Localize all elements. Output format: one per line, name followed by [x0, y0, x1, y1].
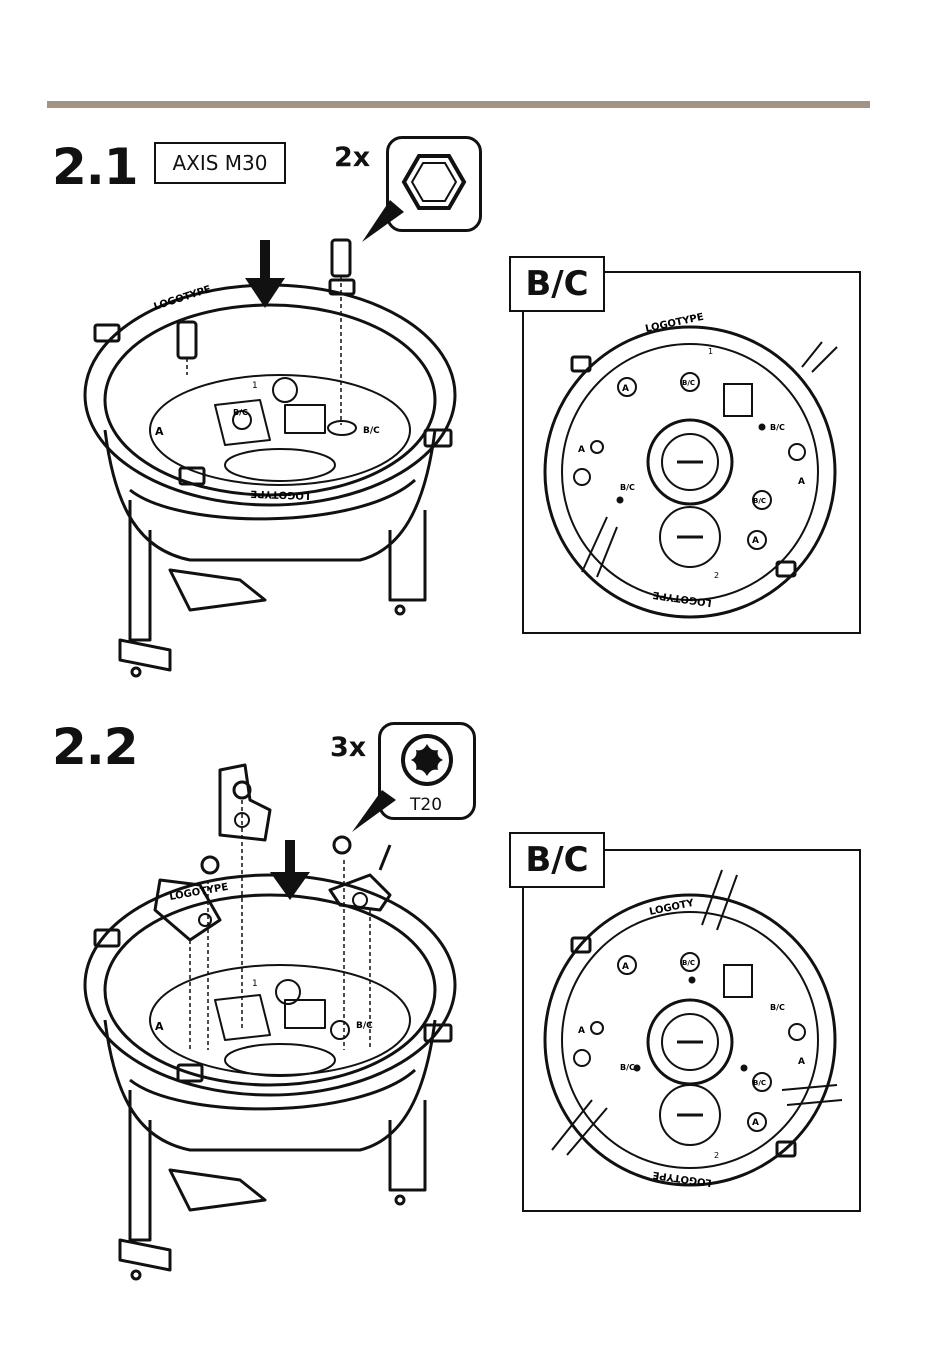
a-label-detail-2: A: [578, 1026, 585, 1036]
a-label-detail-1: A: [622, 962, 629, 972]
position-2-label-detail-2-2: 2: [714, 1151, 719, 1160]
a-label-detail-3: A: [798, 1057, 805, 1067]
step-number-2-1: 2.1: [52, 142, 138, 192]
logotype-label-bottom: LOGOTYPE: [652, 589, 713, 608]
base-plate-diagram-2-1: LOGOTYPE LOGOTYPE A B/C A B/C A B/C B/C …: [522, 272, 862, 632]
a-label-1: A: [622, 384, 629, 394]
base-plate-diagram-2-2: LOGOTY LOGOTYPE A B/C A B/C A B/C B/C A …: [522, 850, 862, 1210]
bc-label-3: B/C: [620, 483, 635, 492]
bc-label-inner: B/C: [233, 408, 248, 417]
position-1-label-2-2: 1: [252, 979, 258, 989]
housing-illustration-2-1: LOGOTYPE LOGOTYPE A B/C B/C 1: [60, 230, 560, 690]
logotype-label: LOGOTYPE: [153, 284, 213, 313]
position-1-label-detail: 1: [708, 347, 713, 356]
header-rule: [47, 101, 870, 108]
bc-label-4: B/C: [753, 497, 766, 505]
a-label-3: A: [798, 477, 805, 487]
logotype-label-inverted: LOGOTYPE: [250, 488, 310, 501]
a-label: A: [155, 425, 164, 438]
bc-label-1: B/C: [682, 379, 695, 387]
logotype-label-top: LOGOTYPE: [644, 312, 705, 335]
position-2-label-detail: 2: [714, 571, 719, 580]
bc-label: B/C: [363, 426, 380, 436]
a-label-4: A: [752, 536, 759, 546]
bc-label-detail-2: B/C: [770, 1003, 785, 1012]
bc-label-detail-4: B/C: [753, 1079, 766, 1087]
quantity-2-1: 2x: [334, 142, 370, 173]
bc-label-2: B/C: [770, 423, 785, 432]
bc-label-detail-1: B/C: [682, 959, 695, 967]
bc-label-2-2: B/C: [356, 1021, 373, 1031]
quantity-2-2: 3x: [330, 732, 366, 763]
bc-label-detail-3: B/C: [620, 1063, 635, 1072]
housing-illustration-2-2: LOGOTYPE A B/C 1: [60, 760, 560, 1300]
a-label-2-2: A: [155, 1020, 164, 1033]
position-1-label: 1: [252, 381, 258, 391]
a-label-detail-4: A: [752, 1118, 759, 1128]
model-label: AXIS M30: [172, 151, 267, 175]
a-label-2: A: [578, 445, 585, 455]
model-label-box: AXIS M30: [154, 142, 286, 184]
